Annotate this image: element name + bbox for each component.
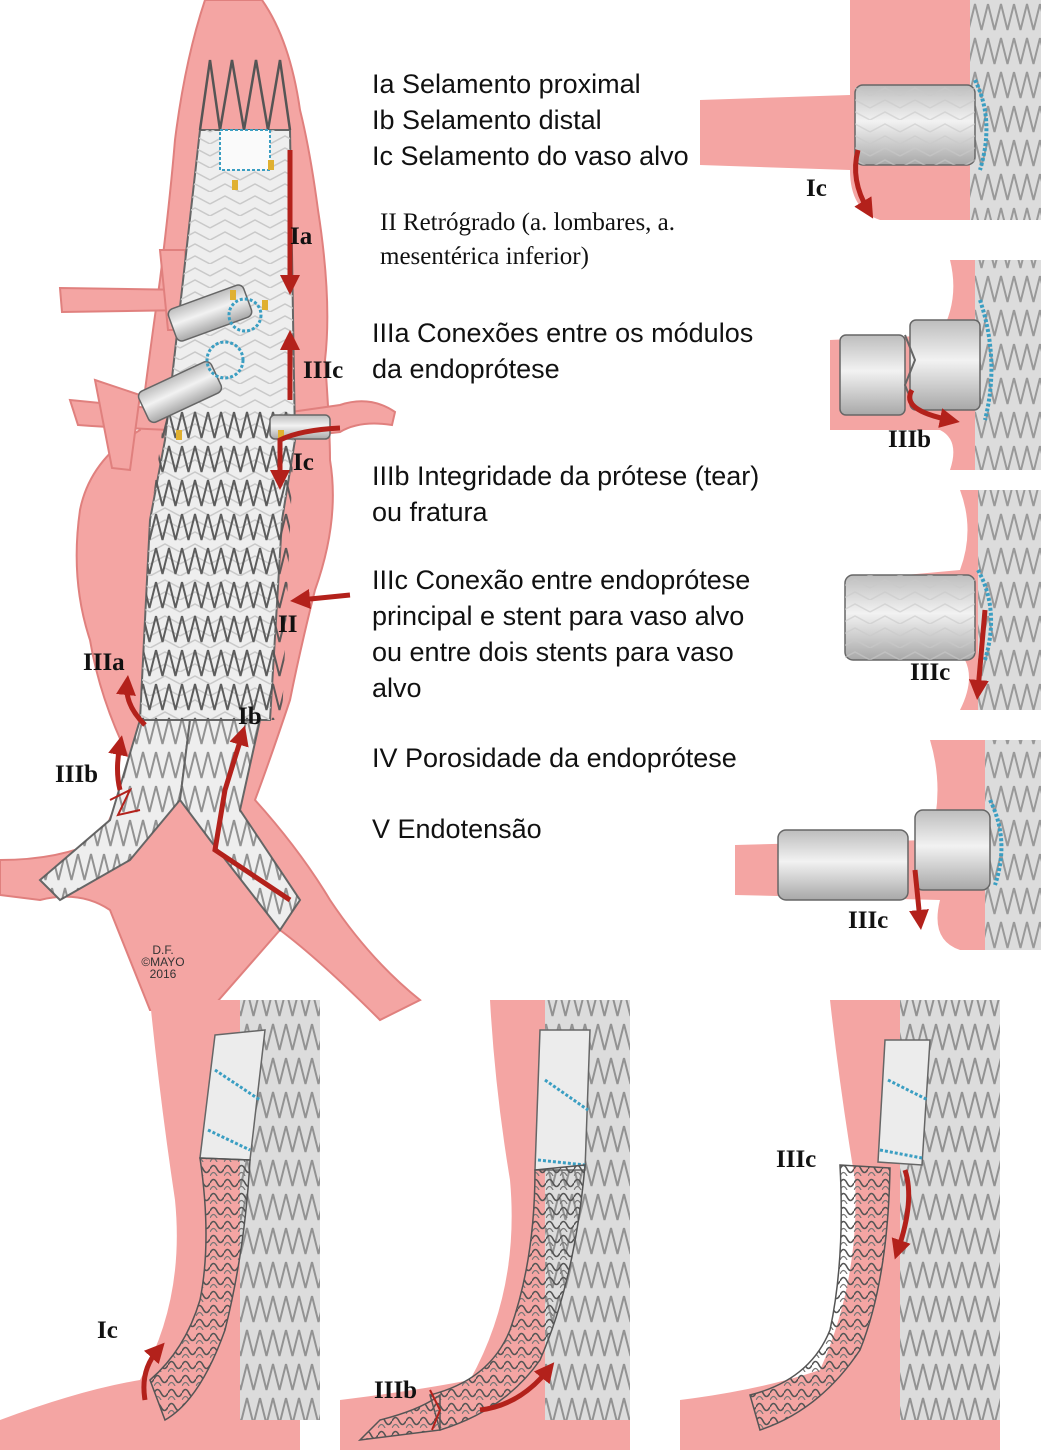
label-ic-inset: Ic bbox=[806, 175, 827, 202]
legend-type-iiib: IIIb Integridade da prótese (tear) ou fr… bbox=[372, 458, 759, 530]
label-iiic-main: IIIc bbox=[303, 357, 343, 384]
legend-type-i: Ia Selamento proximal Ib Selamento dista… bbox=[372, 66, 689, 174]
inset-iiic-2-stent-left bbox=[778, 830, 908, 900]
label-ia: Ia bbox=[290, 223, 313, 250]
legend-ic: Ic Selamento do vaso alvo bbox=[372, 138, 689, 174]
arrow-iiib-main bbox=[118, 745, 121, 790]
legend-type-iiia: IIIa Conexões entre os módulos da endopr… bbox=[372, 315, 753, 387]
label-ii: II bbox=[278, 611, 297, 638]
legend-iiic-line2: principal e stent para vaso alvo bbox=[372, 598, 750, 634]
legend-iiib-line1: IIIb Integridade da prótese (tear) bbox=[372, 458, 759, 494]
inset-iiib bbox=[830, 260, 1041, 470]
legend-ii-line2: mesentérica inferior) bbox=[380, 240, 675, 274]
legend-type-iiic: IIIc Conexão entre endoprótese principal… bbox=[372, 562, 750, 706]
main-aorta-diagram bbox=[0, 0, 420, 1020]
label-iiib-bottom: IIIb bbox=[374, 1377, 417, 1404]
label-ic-main: Ic bbox=[293, 449, 314, 476]
inset-ic bbox=[700, 0, 1041, 220]
label-iiic-bottom: IIIc bbox=[776, 1146, 816, 1173]
legend-iiib-line2: ou fratura bbox=[372, 494, 759, 530]
legend-iiia-line2: da endoprótese bbox=[372, 351, 753, 387]
bottom-panel-iiic bbox=[680, 1000, 1000, 1450]
label-iiib-inset: IIIb bbox=[888, 426, 931, 453]
legend-iiic-line3: ou entre dois stents para vaso bbox=[372, 634, 750, 670]
label-iiia: IIIa bbox=[83, 649, 125, 676]
credit-line3: 2016 bbox=[138, 968, 188, 980]
legend-type-ii: II Retrógrado (a. lombares, a. mesentéri… bbox=[380, 206, 675, 274]
label-ib: Ib bbox=[238, 703, 262, 730]
artist-credit: D.F. ©MAYO 2016 bbox=[138, 944, 188, 980]
legend-ii-line1: II Retrógrado (a. lombares, a. bbox=[380, 206, 675, 240]
inset-iiib-stent-right bbox=[910, 320, 980, 410]
bottom-panel-iiic-covered-stent bbox=[878, 1040, 930, 1165]
legend-iiia-line1: IIIa Conexões entre os módulos bbox=[372, 315, 753, 351]
legend-type-iv: IV Porosidade da endoprótese bbox=[372, 740, 737, 776]
label-iiib-main: IIIb bbox=[55, 761, 98, 788]
bottom-panel-ic bbox=[0, 1000, 320, 1450]
label-iiic-inset-1: IIIc bbox=[910, 659, 950, 686]
label-ic-bottom: Ic bbox=[97, 1317, 118, 1344]
legend-iiic-line4: alvo bbox=[372, 670, 750, 706]
label-iiic-inset-2: IIIc bbox=[848, 907, 888, 934]
inset-iiic-2-stent-right bbox=[915, 810, 990, 890]
legend-ia: Ia Selamento proximal bbox=[372, 66, 689, 102]
legend-iiic-line1: IIIc Conexão entre endoprótese bbox=[372, 562, 750, 598]
legend-ib: Ib Selamento distal bbox=[372, 102, 689, 138]
bottom-panel-iiib-covered-stent bbox=[535, 1030, 590, 1170]
inset-iiib-stent-left bbox=[840, 335, 905, 415]
legend-type-v: V Endotensão bbox=[372, 811, 542, 847]
